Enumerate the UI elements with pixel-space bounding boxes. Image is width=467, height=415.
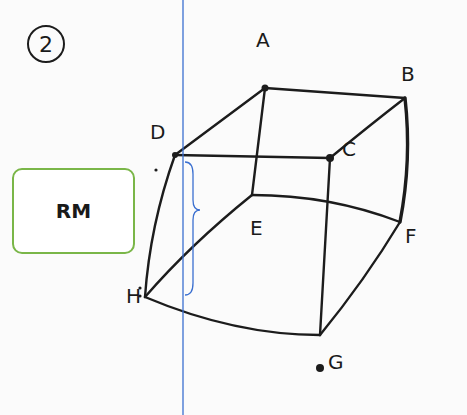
vertex-letter: H bbox=[126, 286, 141, 306]
edge-line bbox=[330, 98, 405, 158]
reference-line bbox=[182, 0, 183, 415]
circle-number: 2 bbox=[26, 24, 66, 64]
edge-line bbox=[320, 158, 330, 335]
box-label: RM bbox=[56, 199, 91, 223]
edge-line bbox=[400, 98, 408, 222]
vertex-dot bbox=[172, 152, 178, 158]
edge-line bbox=[252, 88, 265, 195]
edge-line bbox=[265, 88, 405, 98]
edge-line bbox=[145, 297, 320, 335]
edge-line bbox=[175, 88, 265, 155]
edge-line bbox=[175, 155, 330, 158]
pen-dot bbox=[154, 168, 157, 171]
vertex-dot bbox=[262, 85, 269, 92]
vertex-dot bbox=[326, 154, 334, 162]
edge-line bbox=[145, 155, 175, 297]
vertex-letter: A bbox=[256, 30, 270, 50]
brace bbox=[185, 162, 200, 295]
vertex-letter: E bbox=[250, 218, 263, 238]
pen-scribble bbox=[316, 364, 324, 372]
step-number: 2 bbox=[39, 32, 53, 57]
edge-line bbox=[252, 195, 400, 222]
label-box: RM bbox=[12, 168, 135, 254]
circle-outline bbox=[28, 26, 64, 62]
vertex-letter: D bbox=[150, 122, 165, 142]
edge-line bbox=[320, 222, 400, 335]
vertex-letter: G bbox=[328, 352, 344, 372]
vertex-letter: C bbox=[342, 139, 356, 159]
vertex-letter: B bbox=[401, 64, 415, 84]
vertex-letter: F bbox=[405, 226, 417, 246]
